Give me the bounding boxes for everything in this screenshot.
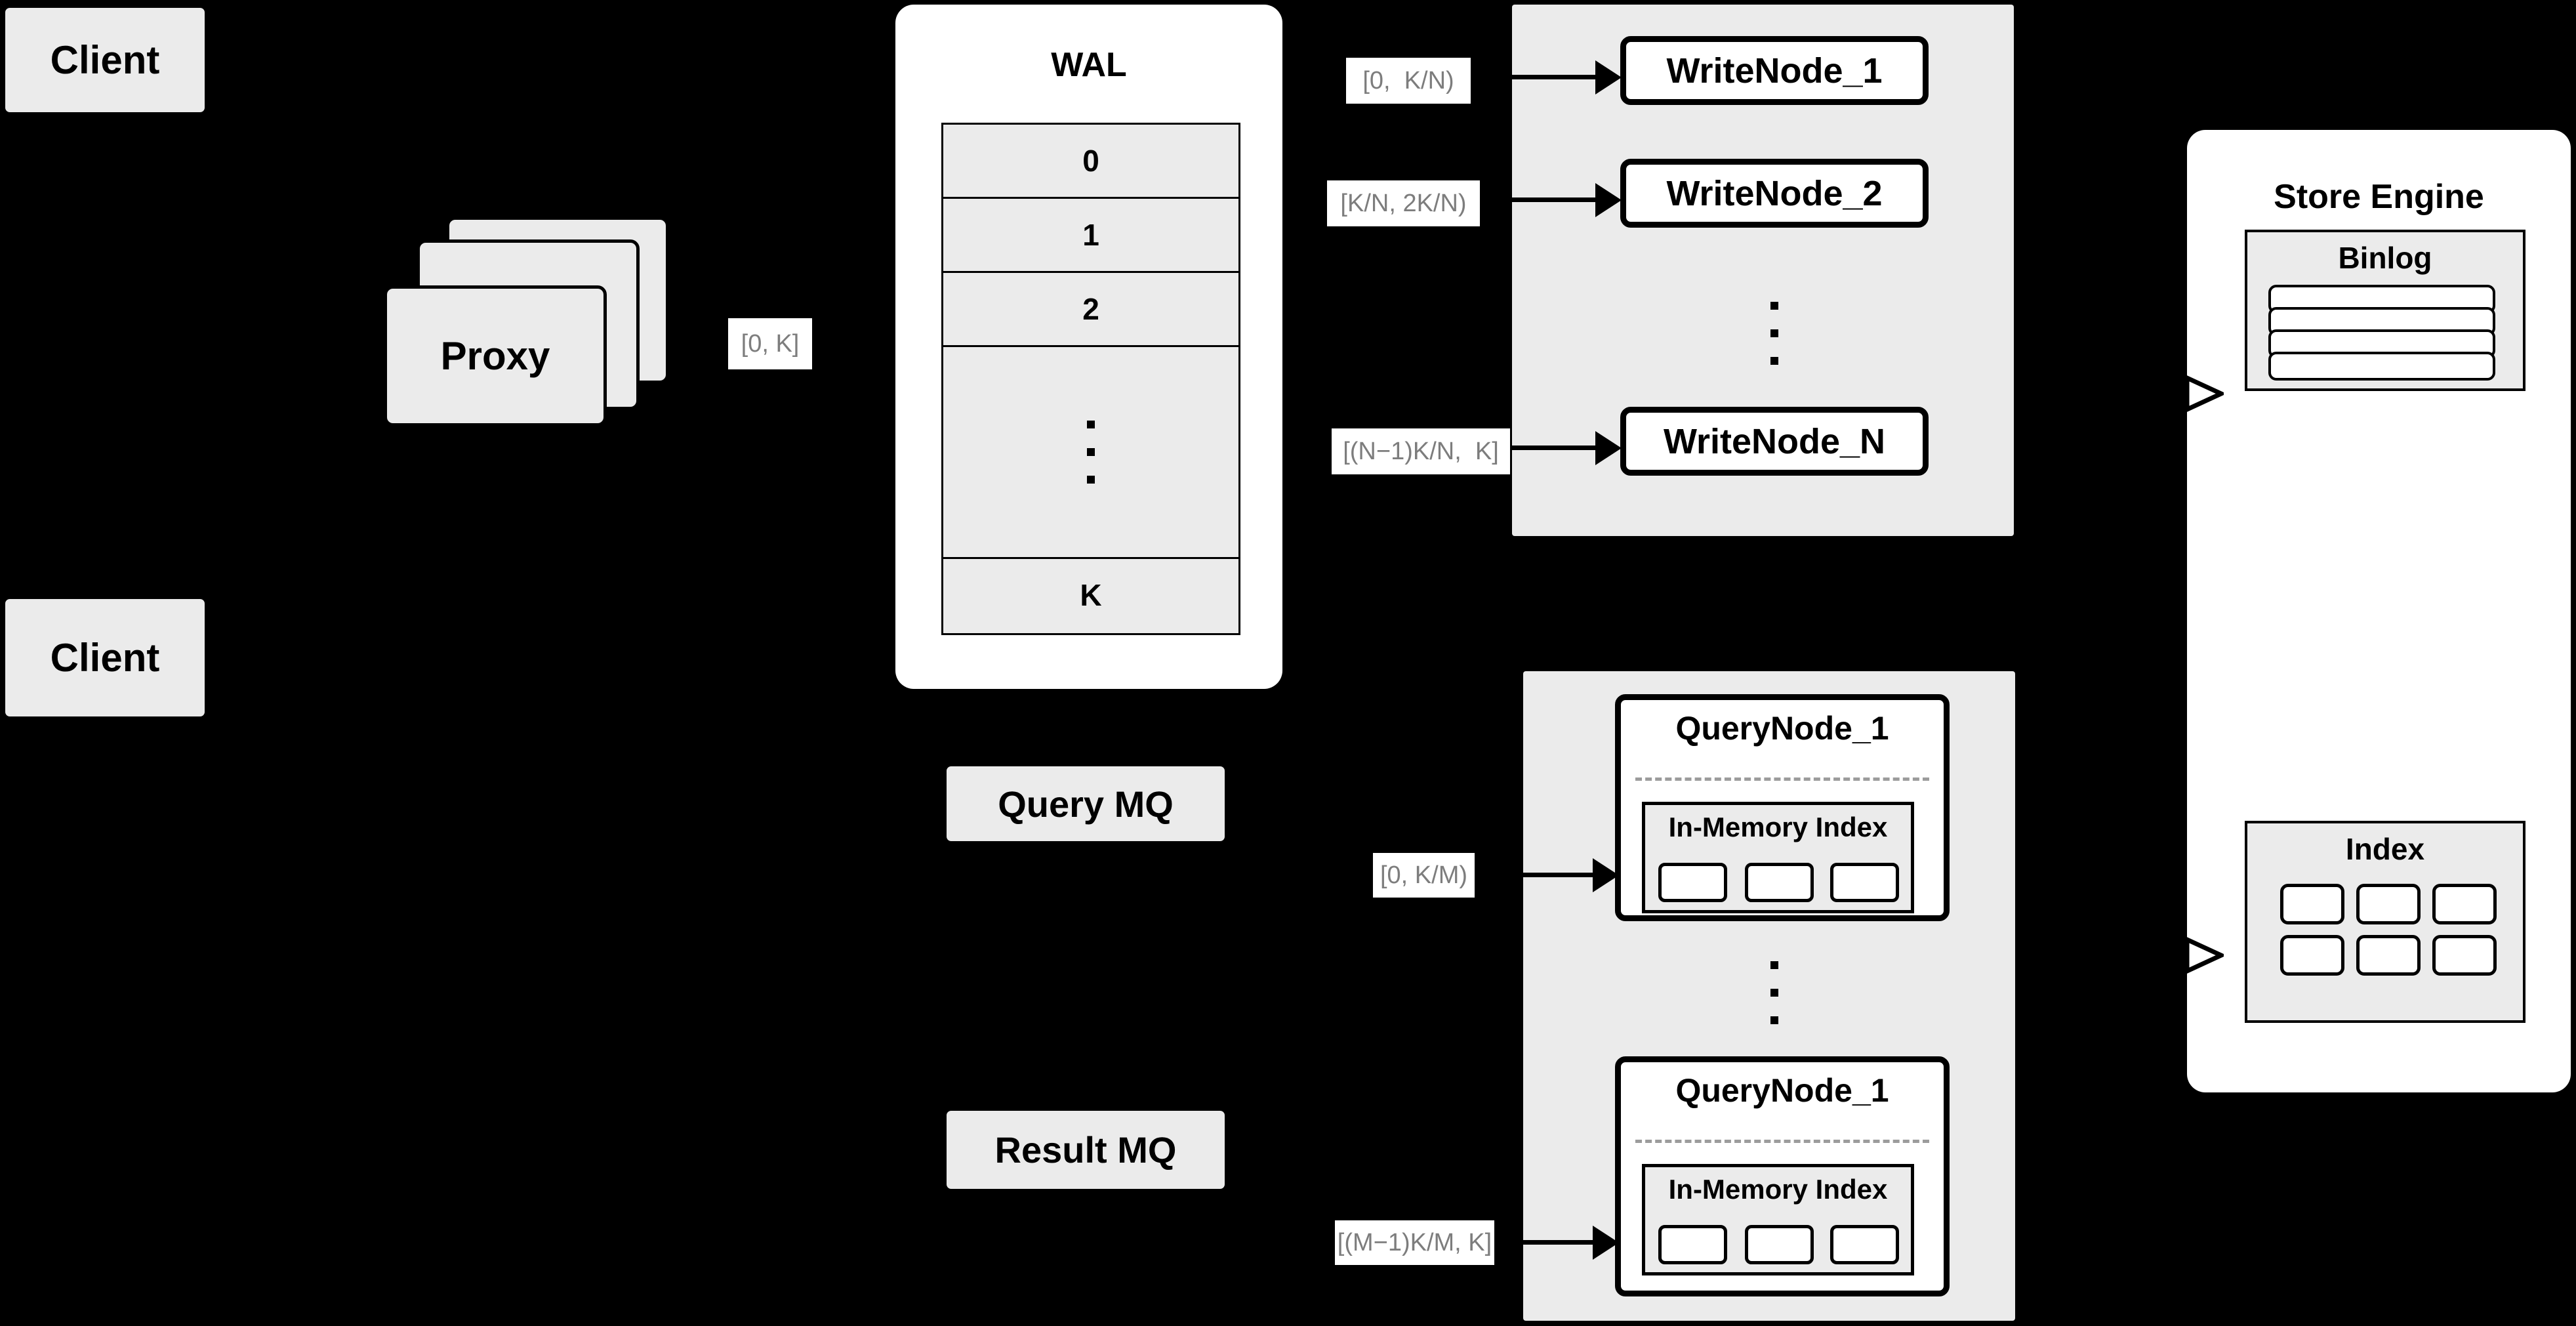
- ellipsis-dot: [1770, 301, 1778, 310]
- ellipsis-dot: [1770, 988, 1778, 997]
- write-node-2[interactable]: WriteNode_2: [1620, 159, 1929, 228]
- arrow-line-write-2: [1512, 197, 1597, 202]
- write-node-label: WriteNode_N: [1663, 421, 1886, 461]
- ellipsis-dot: [1087, 421, 1095, 428]
- arrow-line-to-index: [2152, 953, 2188, 957]
- index-cell: [1745, 863, 1814, 902]
- index-cell: [1830, 1225, 1899, 1264]
- arrow-line-write-n: [1512, 445, 1597, 450]
- client-box-2[interactable]: Client: [3, 597, 207, 718]
- write-node-n[interactable]: WriteNode_N: [1620, 407, 1929, 476]
- index-cell: [2356, 935, 2421, 976]
- arrow-head-query-m: [1593, 1226, 1619, 1260]
- binlog-row: [2268, 352, 2495, 381]
- binlog-box: Binlog: [2245, 230, 2525, 391]
- range-label-write-node-1: [0, K/N): [1346, 58, 1471, 104]
- store-engine-title: Store Engine: [2274, 178, 2484, 216]
- wal-title: WAL: [1051, 46, 1127, 84]
- query-node-m[interactable]: QueryNode_1 In-Memory Index: [1615, 1056, 1950, 1296]
- result-mq-label: Result MQ: [994, 1129, 1177, 1171]
- range-label-write-node-n: [(N−1)K/N, K]: [1332, 428, 1510, 474]
- write-node-label: WriteNode_2: [1666, 173, 1883, 213]
- wal-row: 0: [943, 125, 1238, 199]
- in-memory-index: In-Memory Index: [1642, 1164, 1914, 1275]
- in-memory-index-label: In-Memory Index: [1668, 812, 1888, 842]
- index-cell: [2432, 935, 2497, 976]
- range-label-write-node-2: [K/N, 2K/N): [1327, 180, 1480, 226]
- client-label: Client: [50, 38, 160, 82]
- wal-row: 1: [943, 199, 1238, 273]
- query-node-label: QueryNode_1: [1675, 710, 1889, 747]
- ellipsis-dot: [1770, 356, 1778, 365]
- query-cluster-ellipsis: [1765, 938, 1784, 1046]
- query-mq-label: Query MQ: [998, 783, 1174, 825]
- query-node-separator: [1635, 777, 1929, 781]
- write-cluster-ellipsis: [1765, 279, 1784, 387]
- arrow-head-query-1: [1593, 858, 1619, 892]
- proxy-label: Proxy: [440, 334, 550, 378]
- arrow-line-query-m: [1523, 1240, 1595, 1245]
- arrow-head-open-binlog: [2184, 374, 2224, 413]
- index-cell: [1658, 863, 1727, 902]
- query-mq-box[interactable]: Query MQ: [945, 764, 1227, 843]
- index-cell: [2280, 884, 2344, 924]
- index-cell: [2356, 884, 2421, 924]
- ellipsis-dot: [1770, 961, 1778, 969]
- arrow-line-write-1: [1512, 75, 1597, 79]
- arrow-head-write-2: [1595, 183, 1622, 217]
- range-label-query-node-m: [(M−1)K/M, K]: [1335, 1220, 1494, 1265]
- wal-row: K: [1080, 578, 1102, 612]
- client-label: Client: [50, 636, 160, 680]
- in-memory-index: In-Memory Index: [1642, 802, 1914, 913]
- range-label-proxy-to-wal: [0, K]: [728, 318, 812, 369]
- write-node-1[interactable]: WriteNode_1: [1620, 36, 1929, 105]
- index-title: Index: [2345, 832, 2425, 866]
- wal-row-ellipsis: [943, 347, 1238, 559]
- ellipsis-dot: [1770, 329, 1778, 337]
- binlog-title: Binlog: [2338, 241, 2432, 275]
- arrow-line-to-binlog: [2152, 391, 2188, 396]
- index-box: Index: [2245, 821, 2525, 1023]
- client-box-1[interactable]: Client: [3, 6, 207, 114]
- wal-panel: WAL 0 1 2 K: [895, 5, 1282, 689]
- arrow-head-open-index: [2184, 936, 2224, 975]
- ellipsis-dot: [1087, 448, 1095, 456]
- index-cell: [1658, 1225, 1727, 1264]
- index-cell: [1745, 1225, 1814, 1264]
- arrow-head-write-n: [1595, 431, 1622, 465]
- write-node-label: WriteNode_1: [1666, 51, 1883, 91]
- ellipsis-dot: [1087, 476, 1095, 484]
- arrow-head-write-1: [1595, 60, 1622, 94]
- wal-table: 0 1 2 K: [941, 123, 1240, 635]
- query-node-label: QueryNode_1: [1675, 1072, 1889, 1109]
- range-label-query-node-1: [0, K/M): [1373, 853, 1475, 898]
- in-memory-index-label: In-Memory Index: [1668, 1174, 1888, 1205]
- index-cell: [1830, 863, 1899, 902]
- index-cell: [2280, 935, 2344, 976]
- query-node-separator: [1635, 1140, 1929, 1143]
- proxy-box[interactable]: Proxy: [384, 285, 607, 426]
- ellipsis-dot: [1770, 1016, 1778, 1024]
- result-mq-box[interactable]: Result MQ: [945, 1109, 1227, 1191]
- store-engine-panel: Store Engine Binlog Index: [2187, 130, 2571, 1092]
- index-cell: [2432, 884, 2497, 924]
- wal-row: 2: [943, 273, 1238, 347]
- query-node-1[interactable]: QueryNode_1 In-Memory Index: [1615, 694, 1950, 921]
- arrow-line-query-1: [1523, 873, 1595, 877]
